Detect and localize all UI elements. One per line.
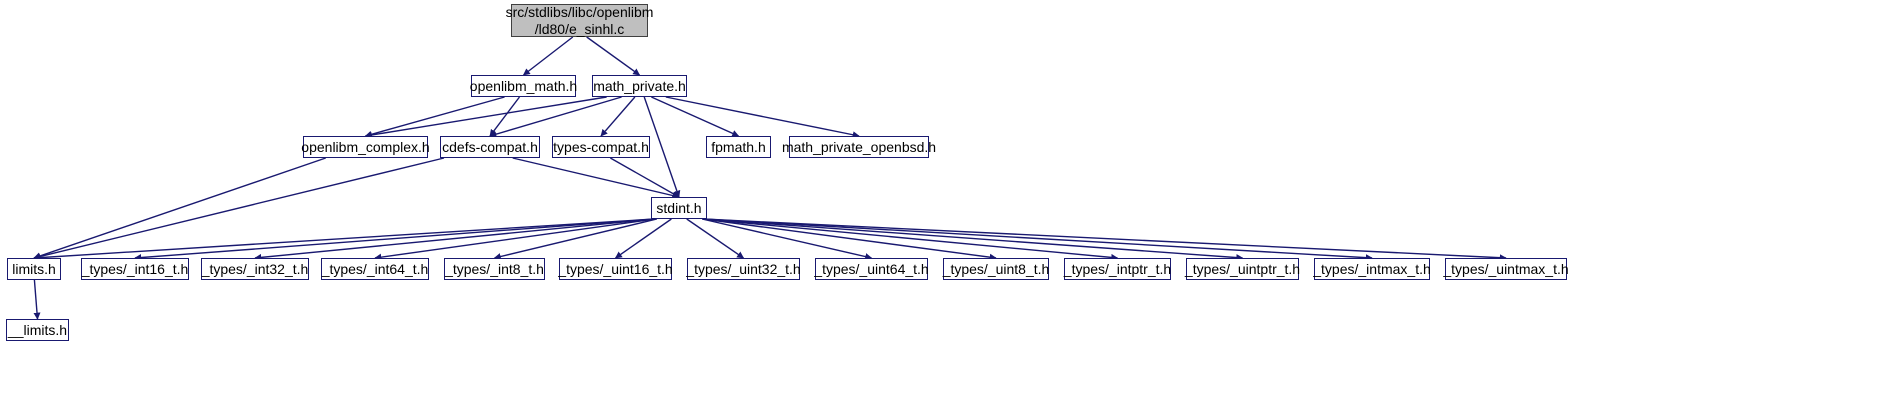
graph-edge-math_private-to-fpmath xyxy=(651,96,740,137)
graph-node-fpmath[interactable]: fpmath.h xyxy=(706,136,771,158)
graph-node-math_private[interactable]: math_private.h xyxy=(592,75,687,97)
graph-node-openlibm_complex[interactable]: openlibm_complex.h xyxy=(301,136,430,158)
graph-edge-limits-to-limits2 xyxy=(33,279,41,320)
graph-node-uint32[interactable]: _types/_uint32_t.h xyxy=(686,258,801,280)
graph-edge-openlibm_math-to-cdefs_compat xyxy=(489,96,521,137)
graph-node-int64[interactable]: _types/_int64_t.h xyxy=(321,258,429,280)
graph-node-types_compat[interactable]: types-compat.h xyxy=(552,136,650,158)
graph-edge-stdint-to-limits xyxy=(33,218,656,262)
graph-edge-math_private-to-types_compat xyxy=(600,96,636,137)
graph-node-limits[interactable]: limits.h xyxy=(7,258,61,280)
graph-edge-stdint-to-int8 xyxy=(493,218,658,260)
graph-node-int16[interactable]: _types/_int16_t.h xyxy=(81,258,189,280)
graph-edge-stdint-to-intmax xyxy=(702,218,1373,262)
graph-edge-stdint-to-uint32 xyxy=(686,218,745,259)
graph-node-uint64[interactable]: _types/_uint64_t.h xyxy=(814,258,929,280)
graph-edge-openlibm_complex-to-limits xyxy=(33,157,326,260)
graph-edge-stdint-to-int64 xyxy=(374,218,656,261)
graph-node-uintmax[interactable]: _types/_uintmax_t.h xyxy=(1443,258,1569,280)
graph-node-math_private_openbsd[interactable]: math_private_openbsd.h xyxy=(782,136,936,158)
graph-edge-stdint-to-uintmax xyxy=(702,218,1507,262)
graph-edge-cdefs_compat-to-stdint xyxy=(512,157,680,199)
graph-edge-stdint-to-int32 xyxy=(254,218,656,261)
graph-node-limits2[interactable]: __limits.h xyxy=(6,319,69,341)
graph-edge-stdint-to-int16 xyxy=(134,218,656,262)
graph-node-root: src/stdlibs/libc/openlibm /ld80/e_sinhl.… xyxy=(505,4,654,37)
graph-edge-cdefs_compat-to-limits xyxy=(33,157,445,260)
graph-edge-root-to-math_private xyxy=(586,36,641,76)
graph-node-intmax[interactable]: _types/_intmax_t.h xyxy=(1313,258,1431,280)
graph-node-intptr[interactable]: _types/_intptr_t.h xyxy=(1064,258,1171,280)
graph-node-cdefs_compat[interactable]: cdefs-compat.h xyxy=(440,136,540,158)
graph-edge-math_private-to-math_private_openbsd xyxy=(665,96,860,139)
graph-node-stdint[interactable]: stdint.h xyxy=(651,197,707,219)
graph-edge-stdint-to-uint64 xyxy=(701,218,873,260)
graph-edge-openlibm_math-to-openlibm_complex xyxy=(364,96,505,138)
graph-node-uint8[interactable]: _types/_uint8_t.h xyxy=(943,258,1049,280)
graph-node-int8[interactable]: _types/_int8_t.h xyxy=(444,258,545,280)
graph-node-uintptr[interactable]: _types/_uintptr_t.h xyxy=(1185,258,1300,280)
graph-edge-stdint-to-uintptr xyxy=(702,218,1244,262)
graph-node-int32[interactable]: _types/_int32_t.h xyxy=(201,258,309,280)
graph-node-uint16[interactable]: _types/_uint16_t.h xyxy=(558,258,673,280)
graph-node-openlibm_math[interactable]: openlibm_math.h xyxy=(470,75,577,97)
graph-edge-math_private-to-openlibm_complex xyxy=(364,96,607,139)
graph-edge-root-to-openlibm_math xyxy=(522,36,574,76)
graph-edge-stdint-to-uint16 xyxy=(614,218,672,259)
graph-edge-stdint-to-uint8 xyxy=(702,218,997,261)
graph-edge-math_private-to-cdefs_compat xyxy=(489,96,622,138)
graph-edge-types_compat-to-stdint xyxy=(610,157,680,198)
graph-edge-stdint-to-intptr xyxy=(702,218,1119,261)
